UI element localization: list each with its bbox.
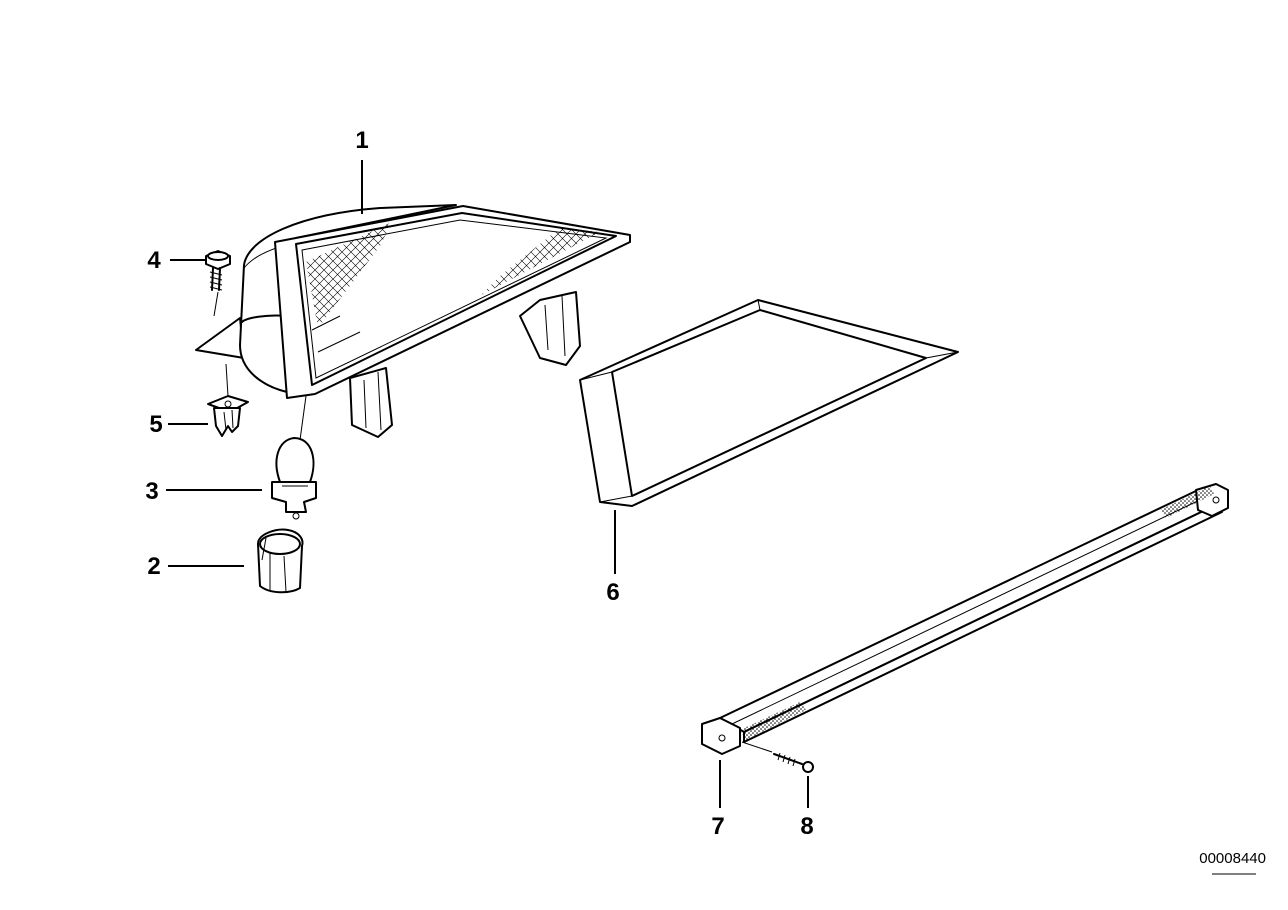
part-label-8: 8 xyxy=(800,813,813,840)
leader-screw xyxy=(213,291,219,317)
screw xyxy=(205,250,231,291)
diagram-code: 00008440 xyxy=(1199,850,1266,867)
light-strip xyxy=(701,483,1229,755)
part-label-2: 2 xyxy=(147,553,160,580)
part-label-1: 1 xyxy=(355,127,368,154)
bulb xyxy=(271,437,317,520)
leader-strip-screw xyxy=(741,741,773,753)
part-label-7: 7 xyxy=(711,813,724,840)
part-label-6: 6 xyxy=(606,579,619,606)
lens-cover xyxy=(579,299,959,507)
leader-clip xyxy=(225,363,229,397)
small-screw xyxy=(773,752,814,773)
leader-bulb xyxy=(299,395,307,441)
part-label-5: 5 xyxy=(149,411,162,438)
brake-light-housing xyxy=(195,204,631,438)
part-label-3: 3 xyxy=(145,478,158,505)
clip-nut xyxy=(207,395,249,437)
part-label-4: 4 xyxy=(147,247,161,274)
bulb-socket xyxy=(257,528,304,594)
